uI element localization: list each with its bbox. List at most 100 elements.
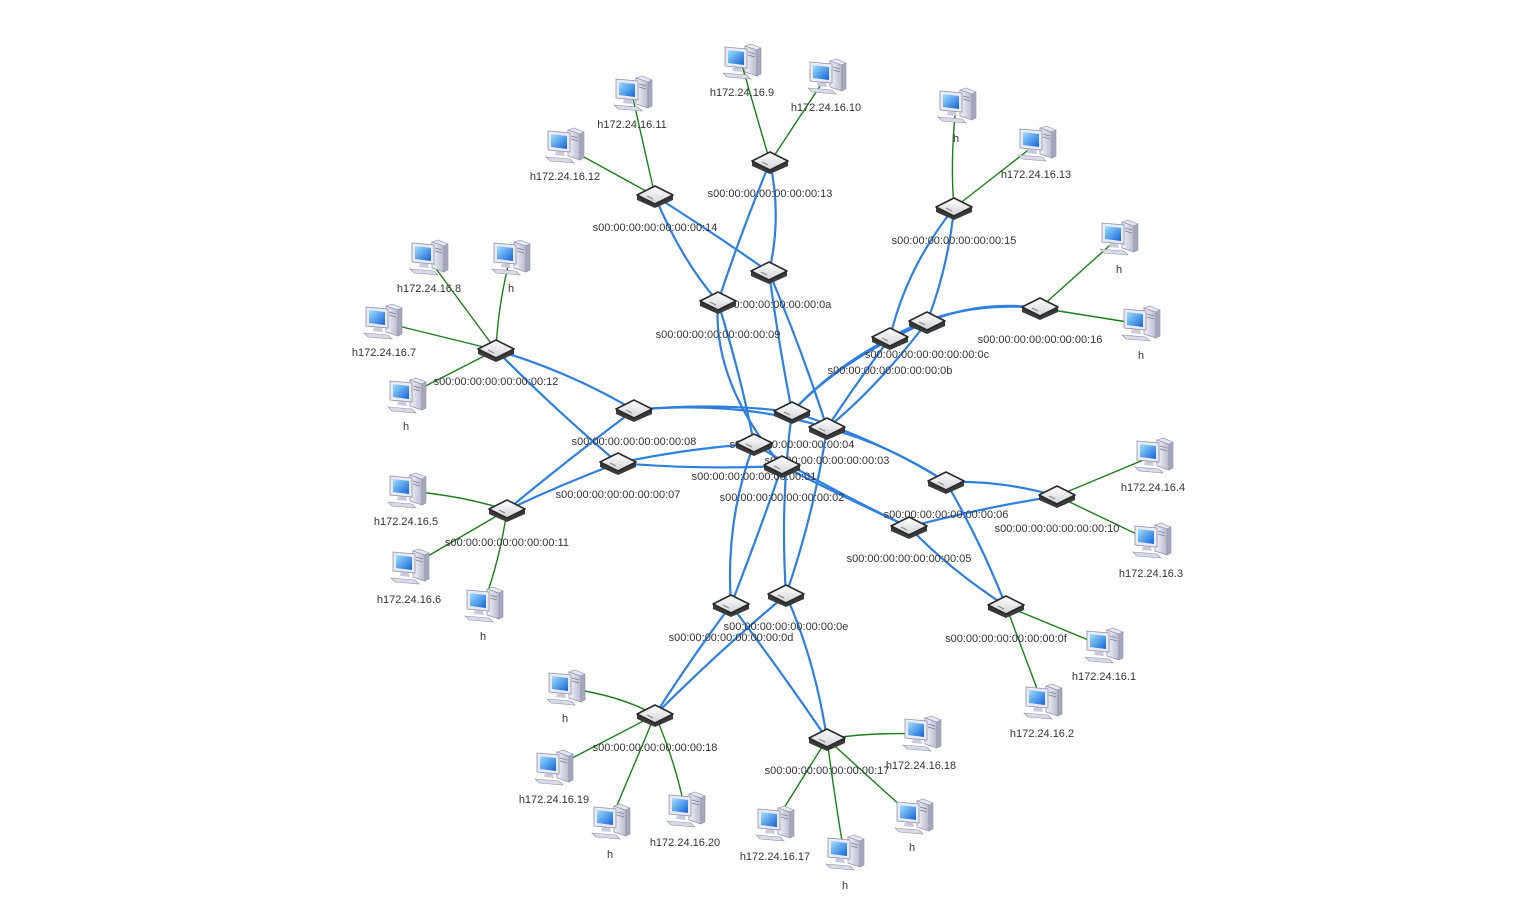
switch-node[interactable]: s00:00:00:00:00:00:00:08	[572, 399, 697, 448]
switch-label: s00:00:00:00:00:00:00:15	[892, 235, 1017, 247]
host-node[interactable]: h	[491, 239, 531, 295]
link-h2	[1005, 605, 1043, 703]
switch-node[interactable]: s00:00:00:00:00:00:00:0f	[945, 595, 1068, 645]
link-hI	[826, 738, 845, 854]
link-s07-s02	[617, 461, 783, 469]
switch-node[interactable]: s00:00:00:00:00:00:00:09	[656, 291, 781, 341]
host-node[interactable]: h172.24.16.2	[1010, 683, 1074, 740]
switch-nodes: s00:00:00:00:00:00:00:14 s00:00:00:00:00…	[434, 151, 1120, 777]
desktop-computer-icon	[807, 58, 847, 95]
network-switch-icon	[1038, 485, 1076, 509]
link-s14-s0a	[654, 195, 770, 273]
link-s15-s0c	[925, 207, 956, 323]
switch-node[interactable]: s00:00:00:00:00:00:00:16	[978, 297, 1103, 346]
link-h4	[1056, 455, 1154, 497]
host-node[interactable]: h172.24.16.17	[740, 805, 810, 863]
host-label: h172.24.16.3	[1119, 568, 1183, 580]
switch-node[interactable]: s00:00:00:00:00:00:00:11	[445, 499, 569, 549]
host-node[interactable]: h172.24.16.1	[1072, 627, 1136, 683]
link-h13	[953, 143, 1037, 209]
link-s11-s07	[506, 461, 619, 511]
host-node[interactable]: h	[937, 87, 977, 145]
host-label: h	[508, 283, 514, 295]
switch-label: s00:00:00:00:00:00:00:09	[656, 329, 781, 341]
host-label: h	[953, 133, 959, 145]
host-node[interactable]: h	[464, 586, 504, 643]
desktop-computer-icon	[825, 834, 865, 871]
network-switch-icon	[751, 151, 789, 175]
link-s18-s0d	[654, 604, 732, 716]
host-label: h172.24.16.11	[597, 119, 667, 131]
host-label: h172.24.16.8	[397, 283, 461, 295]
host-node[interactable]: h172.24.16.6	[377, 548, 441, 606]
desktop-computer-icon	[1084, 627, 1124, 664]
switch-node[interactable]: s00:00:00:00:00:00:00:13	[708, 151, 833, 200]
switch-node[interactable]: s00:00:00:00:00:00:00:0c	[865, 311, 990, 361]
desktop-computer-icon	[902, 715, 942, 752]
link-s13-s0a	[767, 161, 777, 273]
switch-node[interactable]: s00:00:00:00:00:00:00:0d	[669, 594, 794, 644]
switch-node[interactable]: s00:00:00:00:00:00:00:14	[593, 185, 718, 234]
desktop-computer-icon	[390, 548, 430, 585]
switch-label: s00:00:00:00:00:00:00:0c	[865, 349, 990, 361]
host-node[interactable]: h	[894, 798, 934, 854]
network-switch-icon	[599, 452, 637, 476]
switch-node[interactable]: s00:00:00:00:00:00:00:07	[556, 452, 681, 501]
host-node[interactable]: h172.24.16.10	[791, 58, 861, 114]
host-node[interactable]: h172.24.16.12	[530, 127, 600, 183]
host-label: h172.24.16.17	[740, 851, 810, 863]
host-nodes: h172.24.16.9 h172.24.16.10 h172.24.16.11…	[352, 43, 1185, 892]
host-node[interactable]: h172.24.16.9	[710, 43, 774, 99]
desktop-computer-icon	[464, 586, 504, 623]
switch-node[interactable]: s00:00:00:00:00:00:00:10	[995, 485, 1120, 535]
host-label: h	[403, 421, 409, 433]
host-label: h	[562, 713, 568, 725]
host-node[interactable]: h172.24.16.5	[374, 472, 438, 528]
host-node[interactable]: h	[387, 377, 427, 433]
host-node[interactable]: h172.24.16.11	[597, 75, 667, 131]
host-node[interactable]: h172.24.16.18	[886, 715, 956, 772]
desktop-computer-icon	[894, 798, 934, 835]
host-node[interactable]: h	[825, 834, 865, 892]
host-node[interactable]: h172.24.16.8	[397, 239, 461, 295]
switch-label: s00:00:00:00:00:00:00:11	[445, 537, 569, 549]
host-node[interactable]: h172.24.16.4	[1121, 437, 1185, 494]
switch-node[interactable]: s00:00:00:00:00:00:00:15	[892, 197, 1017, 247]
switch-node[interactable]: s00:00:00:00:00:00:00:12	[434, 339, 559, 388]
host-node[interactable]: h172.24.16.19	[519, 749, 589, 806]
switch-node[interactable]: s00:00:00:00:00:00:00:05	[847, 516, 972, 565]
link-s17-s0d	[730, 604, 828, 740]
link-s08-s03	[633, 406, 828, 430]
host-node[interactable]: h172.24.16.3	[1119, 522, 1183, 580]
host-node[interactable]: h	[546, 669, 586, 725]
switch-node[interactable]: s00:00:00:00:00:00:00:0e	[724, 584, 849, 633]
host-label: h172.24.16.12	[530, 171, 600, 183]
link-s0e-s03	[784, 427, 829, 596]
desktop-computer-icon	[666, 791, 706, 828]
host-label: h	[607, 849, 613, 861]
desktop-computer-icon	[491, 239, 531, 276]
switch-label: s00:00:00:00:00:00:00:05	[847, 553, 972, 565]
switch-node[interactable]: s00:00:00:00:00:00:00:0b	[828, 327, 953, 377]
switch-node[interactable]: s00:00:00:00:00:00:00:06	[884, 471, 1009, 521]
network-switch-icon	[987, 595, 1025, 619]
host-node[interactable]: h172.24.16.7	[352, 303, 416, 359]
host-node[interactable]: h172.24.16.13	[1001, 125, 1071, 181]
host-label: h172.24.16.18	[886, 760, 956, 772]
switch-node[interactable]: s00:00:00:00:00:00:00:18	[593, 704, 718, 754]
link-s12-s07	[495, 349, 619, 464]
switch-label: s00:00:00:00:00:00:00:18	[593, 742, 718, 754]
switch-node[interactable]: s00:00:00:00:00:00:00:0a	[707, 261, 833, 311]
link-s11-s08	[506, 409, 635, 511]
network-switch-icon	[750, 261, 788, 285]
link-s0f-s05	[908, 526, 1007, 607]
switch-node[interactable]: s00:00:00:00:00:00:00:17	[765, 728, 890, 777]
host-node[interactable]: h172.24.16.20	[650, 791, 720, 849]
switch-node[interactable]: s00:00:00:00:00:00:00:02	[720, 455, 845, 504]
link-s0f-s06	[945, 481, 1008, 607]
link-s09-s01	[716, 301, 756, 445]
host-node[interactable]: h	[591, 803, 631, 861]
host-node[interactable]: h	[1121, 305, 1161, 362]
host-node[interactable]: h	[1099, 219, 1139, 276]
link-s05-s02	[781, 465, 910, 529]
